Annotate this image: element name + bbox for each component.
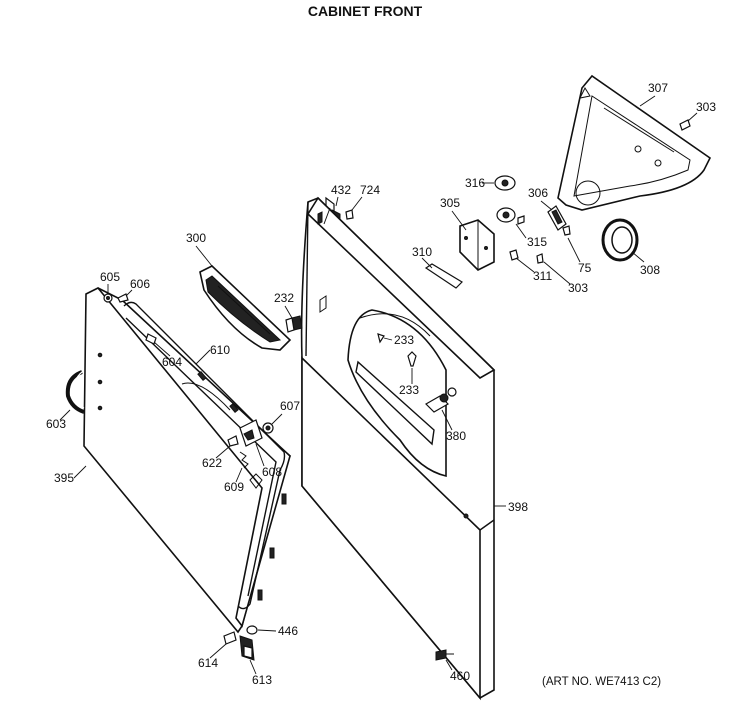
screw-233-lower [407, 351, 417, 367]
callout-610: 610 [210, 343, 230, 357]
callout-460: 460 [450, 669, 470, 683]
callout-622: 622 [202, 456, 222, 470]
handle-603 [65, 370, 85, 414]
nut-607 [262, 422, 274, 434]
callout-310: 310 [412, 245, 432, 259]
seal-ring-308 [601, 218, 639, 262]
screw-75 [562, 225, 571, 236]
callout-316: 316 [465, 176, 485, 190]
callout-75: 75 [578, 261, 592, 275]
callout-232: 232 [274, 291, 294, 305]
screw-605 [103, 293, 113, 303]
callout-609: 609 [224, 480, 244, 494]
screw-614 [223, 631, 237, 645]
callout-380: 380 [446, 429, 466, 443]
screw-233-upper [377, 333, 385, 344]
callout-607: 607 [280, 399, 300, 413]
screw-604 [145, 333, 157, 345]
clip-311 [509, 249, 519, 261]
callout-307: 307 [648, 81, 668, 95]
callout-604: 604 [162, 355, 182, 369]
callout-395: 395 [54, 471, 74, 485]
heater-cover-305 [459, 219, 495, 271]
callout-308: 308 [640, 263, 660, 277]
strip-310 [424, 263, 463, 289]
art-number: (ART NO. WE7413 C2) [542, 676, 661, 688]
screw-724 [345, 209, 354, 220]
callout-303-top: 303 [696, 100, 716, 114]
front-panel-398 [300, 196, 496, 701]
callout-446: 446 [278, 624, 298, 638]
spring-609 [239, 451, 249, 469]
bulkhead-307 [557, 74, 712, 211]
callout-315: 315 [527, 235, 547, 249]
screw-303-lower [536, 253, 544, 264]
screw-303-top [679, 112, 698, 131]
callout-300: 300 [186, 231, 206, 245]
callout-305: 305 [440, 196, 460, 210]
callout-606: 606 [130, 277, 150, 291]
thermostat-316 [494, 175, 516, 191]
callout-311: 311 [533, 269, 552, 283]
screw-606 [117, 293, 129, 303]
callout-233-upper: 233 [394, 333, 414, 347]
bracket-306 [547, 205, 567, 231]
callout-614: 614 [198, 656, 218, 670]
washer-446 [246, 625, 258, 635]
screw-622 [227, 435, 239, 447]
callout-605: 605 [100, 270, 120, 284]
screw-460 [435, 649, 454, 661]
callout-724: 724 [360, 183, 380, 197]
callout-233-lower: 233 [399, 383, 419, 397]
hinge-613 [239, 635, 255, 661]
thermostat-315 [496, 207, 525, 225]
callout-306: 306 [528, 186, 548, 200]
callout-608: 608 [262, 465, 282, 479]
lint-housing-300 [199, 265, 292, 351]
door-switch-380 [425, 387, 457, 413]
callout-398: 398 [508, 500, 528, 514]
callout-303-lower: 303 [568, 281, 588, 295]
catch-608 [239, 419, 263, 447]
callout-603: 603 [46, 417, 66, 431]
callout-432: 432 [331, 183, 351, 197]
diagram-title: CABINET FRONT [308, 3, 423, 19]
callout-613: 613 [252, 673, 272, 687]
clip-232 [285, 315, 303, 333]
